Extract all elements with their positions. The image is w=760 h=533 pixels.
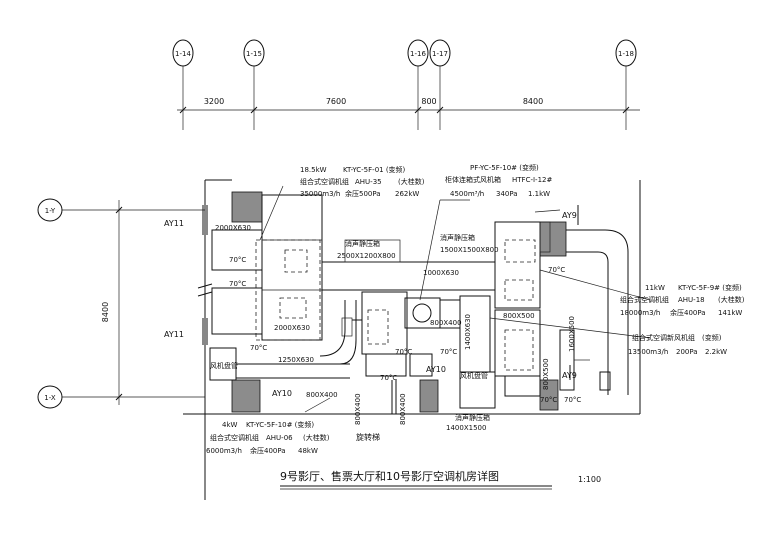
unit-note: (大桂数) xyxy=(303,433,330,442)
unit-type: 组合式空调机组 xyxy=(300,177,349,186)
axis-label: 1-17 xyxy=(432,50,448,58)
unit-id: AHU-18 xyxy=(678,296,705,304)
unit-pressure: 余压400Pa xyxy=(250,446,286,455)
section-tag: AY11 xyxy=(164,219,184,228)
box-size: 1500X1500X800 xyxy=(440,246,499,254)
structural-column xyxy=(539,221,567,257)
axis-left-group: 1-Y 1-X 8400 xyxy=(37,198,205,409)
unit-power: 11kW xyxy=(645,284,665,292)
axis-label: 1-Y xyxy=(45,207,56,215)
dim-label: 7600 xyxy=(326,97,346,106)
duct-size: 2000X630 xyxy=(215,224,251,232)
duct-size: 1400X1500 xyxy=(446,424,486,432)
axis-label: 1-X xyxy=(44,394,56,402)
duct-size: 2000X630 xyxy=(274,324,310,332)
duct-size: 1600X500 xyxy=(568,316,576,352)
unit-note: (大桂数) xyxy=(718,295,745,304)
drawing-title: 9号影厅、售票大厅和10号影厅空调机房详图 xyxy=(280,469,499,483)
unit-power: 1.1kW xyxy=(528,190,550,198)
unit-flow: 13500m3/h xyxy=(628,348,668,356)
ahu-right xyxy=(430,221,629,409)
duct-size: 800X500 xyxy=(542,358,550,390)
temp-label: 70°C xyxy=(564,396,581,404)
temp-label: 70°C xyxy=(229,256,246,264)
section-tag: AY9 xyxy=(562,371,577,380)
unit-note: (变频) xyxy=(702,333,722,342)
fan-label: 风机盘管 xyxy=(210,361,238,370)
unit-heat: 141kW xyxy=(718,309,742,317)
dim-label: 8400 xyxy=(523,97,543,106)
unit-power: 18.5kW xyxy=(300,166,327,174)
unit-id: KT-YC-5F-01 (变频) xyxy=(343,165,406,174)
axis-label: 1-18 xyxy=(618,50,634,58)
stair-label: 旋转梯 xyxy=(356,432,380,442)
duct-size: 800X400 xyxy=(399,393,407,425)
duct-size: 1400X630 xyxy=(464,314,472,350)
duct-size: 1250X630 xyxy=(278,356,314,364)
unit-type: 组合式空调新风机组 xyxy=(632,333,695,342)
plenum-label: 消声静压箱 xyxy=(345,239,380,248)
section-tag: AY9 xyxy=(562,211,577,220)
duct-size: 1000X630 xyxy=(423,269,459,277)
damper-label: 消声静压箱 xyxy=(455,413,490,422)
unit-heat: 48kW xyxy=(298,447,318,455)
fan-label: 风机盘管 xyxy=(460,371,488,380)
dim-label: 3200 xyxy=(204,97,224,106)
unit-id: AHU-35 xyxy=(355,178,382,186)
dim-label: 800 xyxy=(421,97,436,106)
unit-id: KT-YC-5F-9# (变频) xyxy=(678,283,742,292)
duct-size: 800X400 xyxy=(306,391,338,399)
duct-size: 800X500 xyxy=(503,312,535,320)
unit-power: 4kW xyxy=(222,421,238,429)
temp-label: 70°C xyxy=(548,266,565,274)
temp-label: 70°C xyxy=(395,348,412,356)
section-tag: AY10 xyxy=(426,365,446,374)
unit-flow: 18000m3/h xyxy=(620,309,660,317)
ahu-left xyxy=(255,194,323,341)
unit-id: HTFC-I-12# xyxy=(512,176,552,184)
section-markers xyxy=(202,205,579,380)
temp-label: 70°C xyxy=(250,344,267,352)
structural-column xyxy=(231,191,263,223)
duct-size: 800X400 xyxy=(354,393,362,425)
section-tag: AY11 xyxy=(164,330,184,339)
axis-top-group: 1-14 1-15 1-16 1-17 1-18 3200 7600 800 8… xyxy=(172,39,640,130)
unit-note: (大桂数) xyxy=(398,177,425,186)
box-label: 消声静压箱 xyxy=(440,233,475,242)
unit-heat: 262kW xyxy=(395,190,419,198)
unit-type: 组合式空调机组 xyxy=(210,433,259,442)
unit-id: PF-YC-5F-10# (变频) xyxy=(470,163,539,172)
center-equipment xyxy=(341,239,461,414)
unit-type: 柜体连箱式风机箱 xyxy=(445,175,501,184)
unit-flow: 6000m3/h xyxy=(206,447,242,455)
unit-pressure: 340Pa xyxy=(496,190,518,198)
dim-label: 8400 xyxy=(101,302,110,322)
unit-pressure: 余压400Pa xyxy=(670,308,706,317)
temp-label: 70°C xyxy=(229,280,246,288)
temp-label: 70°C xyxy=(440,348,457,356)
unit-flow: 4500m³/h xyxy=(450,190,484,198)
unit-type: 组合式空调机组 xyxy=(620,295,669,304)
unit-power: 2.2kW xyxy=(705,348,727,356)
axis-label: 1-16 xyxy=(410,50,426,58)
structural-column xyxy=(419,379,439,413)
plenum-size: 2500X1200X800 xyxy=(337,252,396,260)
duct-size: 800X400 xyxy=(430,319,462,327)
unit-id: KT-YC-5F-10# (变频) xyxy=(246,420,314,429)
unit-pressure: 200Pa xyxy=(676,348,698,356)
unit-flow: 35000m3/h xyxy=(300,190,340,198)
unit-id: AHU-06 xyxy=(266,434,293,442)
section-tag: AY10 xyxy=(272,389,292,398)
drawing-scale: 1:100 xyxy=(578,475,601,484)
leader-lines xyxy=(259,185,651,413)
unit-pressure: 余压500Pa xyxy=(345,189,381,198)
structural-column xyxy=(231,379,261,413)
temp-label: 70°C xyxy=(380,374,397,382)
axis-label: 1-14 xyxy=(175,50,191,58)
temp-label: 70°C xyxy=(540,396,557,404)
axis-label: 1-15 xyxy=(246,50,262,58)
